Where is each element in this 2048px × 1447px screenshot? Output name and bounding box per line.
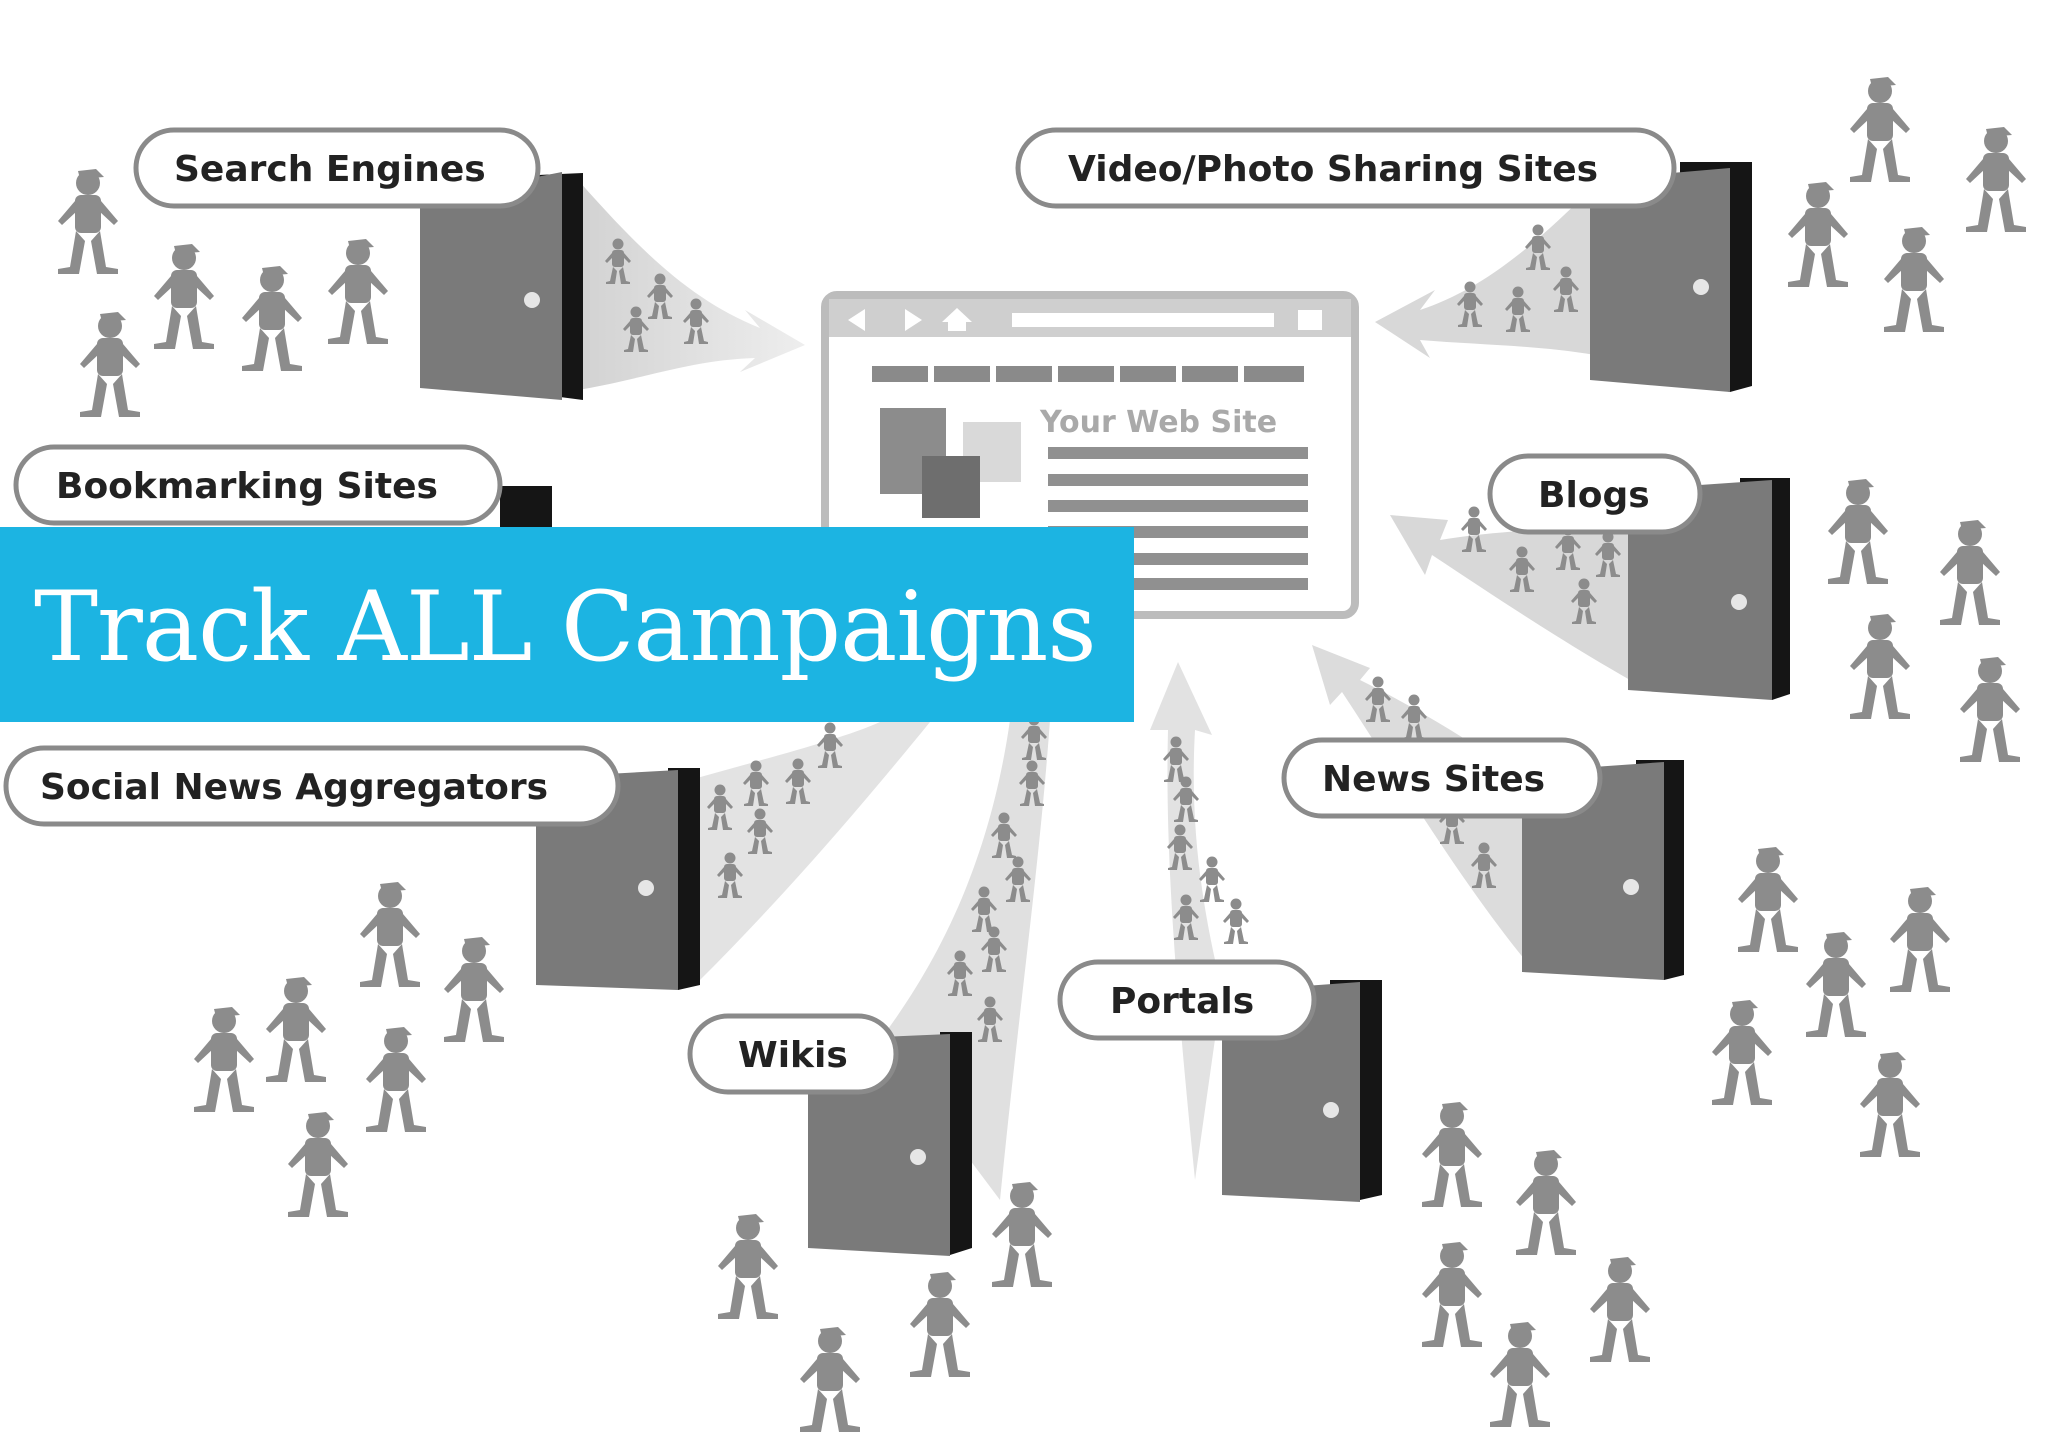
crowd-video-photo: [1788, 77, 2026, 332]
crowd-blogs: [1828, 479, 2020, 762]
door-icon: [1590, 162, 1752, 392]
site-title: Your Web Site: [1039, 405, 1277, 440]
label-search-engines: Search Engines: [133, 127, 541, 209]
address-bar: [1012, 313, 1274, 327]
title-banner: Track ALL Campaigns: [0, 527, 1134, 722]
label-news-sites-text: News Sites: [1322, 759, 1545, 800]
label-portals-text: Portals: [1110, 981, 1254, 1022]
label-blogs: Blogs: [1487, 453, 1703, 535]
label-search-engines-text: Search Engines: [174, 149, 486, 190]
label-bookmarking: Bookmarking Sites: [13, 444, 503, 526]
crowd-portals: [1422, 1102, 1650, 1427]
label-video-photo: Video/Photo Sharing Sites: [1015, 127, 1677, 209]
door-icon: [500, 486, 552, 530]
beam-search-engines: [578, 180, 805, 390]
back-arrow-icon: [848, 309, 865, 331]
door-icon: [1628, 478, 1790, 700]
label-portals: Portals: [1057, 959, 1317, 1041]
forward-arrow-icon: [905, 309, 922, 331]
label-bookmarking-text: Bookmarking Sites: [56, 466, 438, 507]
home-icon: [942, 308, 972, 331]
beam-blogs: [1390, 515, 1630, 680]
site-image-blocks: [880, 408, 1021, 518]
beam-social-news: [690, 722, 930, 980]
crowd-social-news: [194, 882, 504, 1217]
label-video-photo-text: Video/Photo Sharing Sites: [1068, 149, 1598, 190]
source-labels: Search Engines Video/Photo Sharing Sites…: [3, 127, 1703, 1095]
beam-video-photo: [1375, 185, 1595, 358]
label-social-news-text: Social News Aggregators: [40, 767, 548, 808]
browser-button: [1298, 310, 1322, 330]
label-blogs-text: Blogs: [1538, 475, 1650, 516]
label-news-sites: News Sites: [1281, 737, 1603, 819]
banner-title: Track ALL Campaigns: [34, 571, 1097, 683]
label-wikis: Wikis: [687, 1013, 899, 1095]
crowd-news-sites: [1712, 847, 1950, 1157]
site-nav-bar: [872, 366, 1304, 382]
label-wikis-text: Wikis: [738, 1035, 848, 1076]
label-social-news: Social News Aggregators: [3, 745, 621, 827]
door-icon: [420, 172, 583, 400]
